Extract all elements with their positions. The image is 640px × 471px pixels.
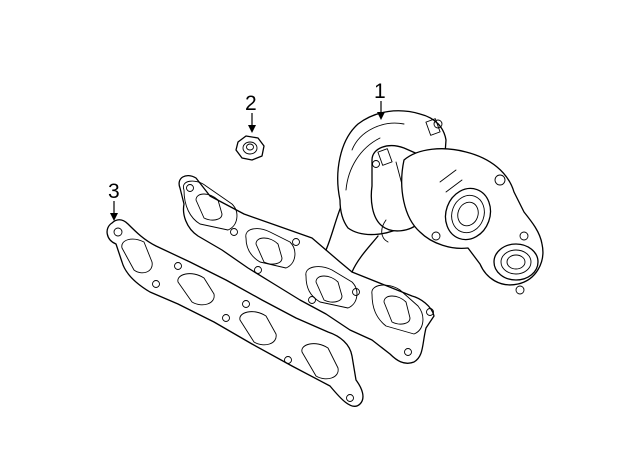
callout-label-1: 1 <box>374 80 386 103</box>
nut[interactable] <box>235 135 265 161</box>
callout-label-3: 3 <box>108 180 120 203</box>
turbocharger[interactable] <box>337 110 544 295</box>
exhaust-manifold[interactable] <box>178 174 435 364</box>
callout-3: 3 <box>108 180 120 221</box>
callout-1: 1 <box>374 80 386 120</box>
callout-label-2: 2 <box>245 92 257 115</box>
callout-2: 2 <box>245 92 257 133</box>
manifold-gasket[interactable] <box>106 219 364 407</box>
